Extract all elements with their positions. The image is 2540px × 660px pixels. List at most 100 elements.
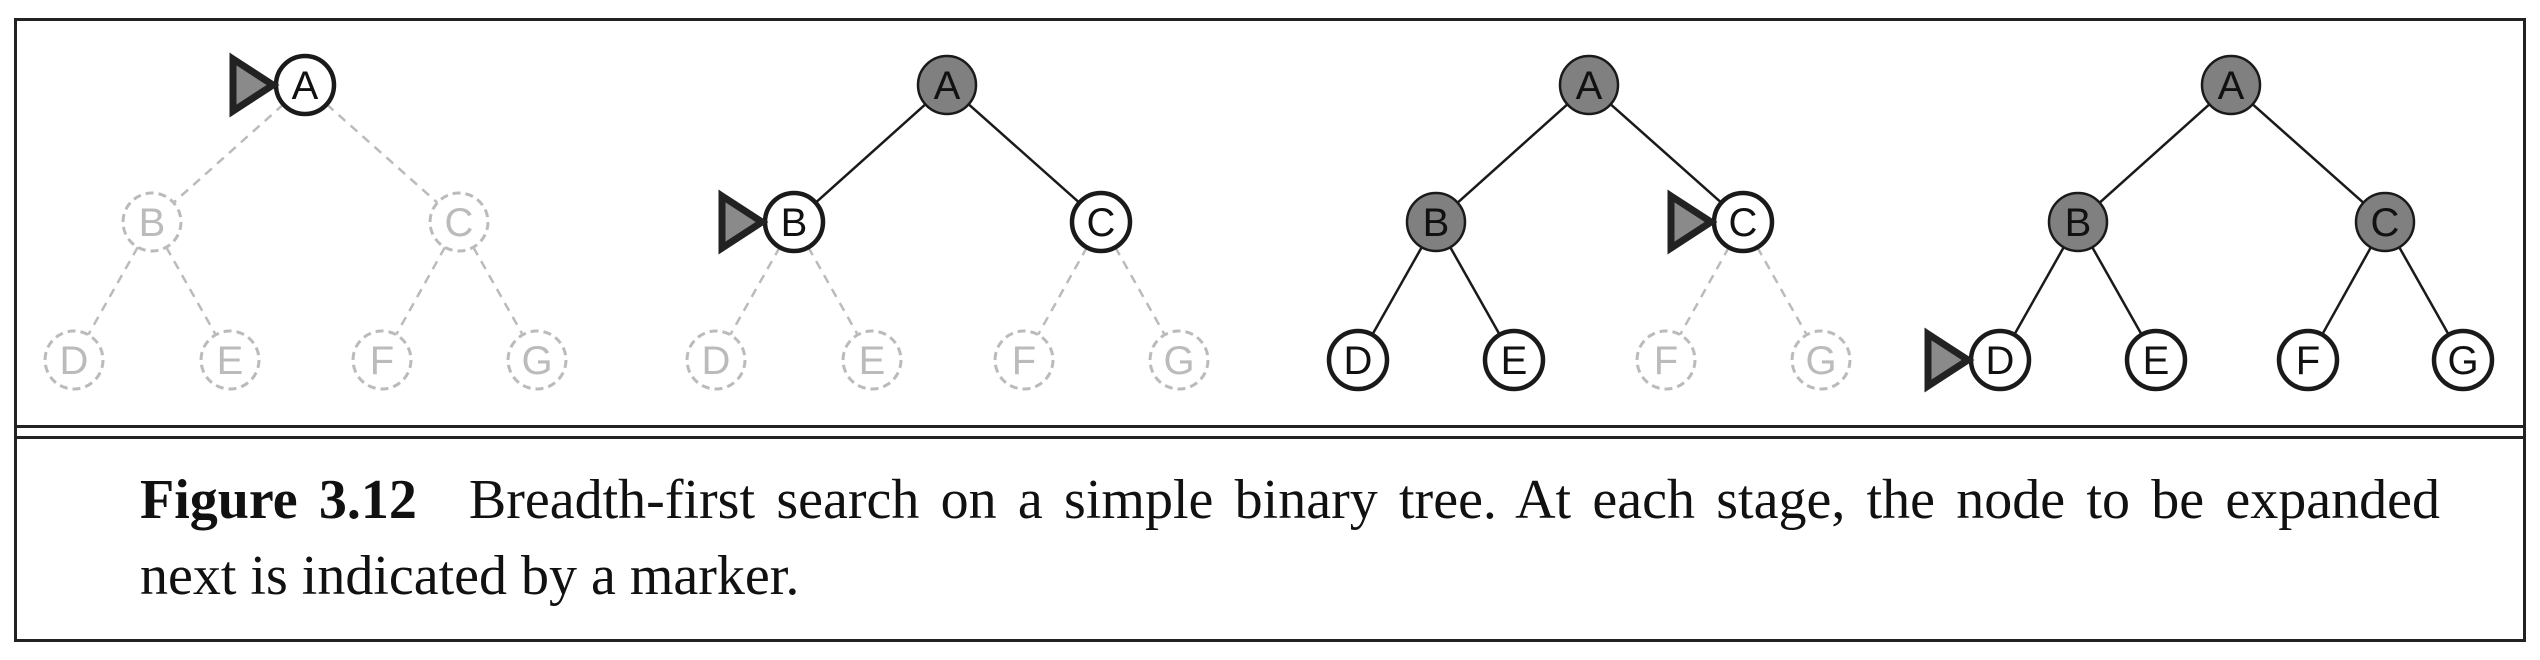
node-C: C <box>428 191 490 253</box>
node-label-B: B <box>2065 201 2092 245</box>
node-circle-B <box>1405 191 1467 253</box>
edge-A-B <box>172 103 285 204</box>
node-C: C <box>1711 190 1775 254</box>
node-A: A <box>916 54 978 116</box>
node-label-A: A <box>1576 64 1603 108</box>
node-label-C: C <box>2371 201 2400 245</box>
node-circle-E <box>199 329 261 391</box>
edge-A-B <box>1456 103 1569 204</box>
figure-frame <box>14 18 2526 642</box>
next-node-marker-icon <box>1667 189 1718 255</box>
node-label-G: G <box>1805 339 1836 383</box>
edge-C-G <box>472 246 524 336</box>
node-circle-F <box>1635 329 1697 391</box>
next-node-marker-icon <box>718 189 769 255</box>
node-label-C: C <box>445 201 474 245</box>
node-circle-F <box>2276 328 2340 392</box>
edge-C-F <box>395 246 446 336</box>
edge-A-B <box>2098 103 2211 204</box>
node-label-E: E <box>1501 339 1528 383</box>
edge-B-D <box>2013 246 2065 336</box>
caption-divider-bottom <box>14 436 2526 439</box>
caption-text: Breadth-first search on a simple binary … <box>140 469 2440 607</box>
edge-B-E <box>807 246 859 336</box>
node-D: D <box>1326 328 1390 392</box>
node-D: D <box>1968 328 2032 392</box>
edge-A-C <box>967 103 1081 204</box>
node-label-E: E <box>859 339 886 383</box>
node-circle-A <box>916 54 978 116</box>
edge-B-D <box>729 246 781 336</box>
node-D: D <box>43 329 105 391</box>
node-B: B <box>2047 191 2109 253</box>
node-label-C: C <box>1729 201 1758 245</box>
edge-B-E <box>165 246 217 336</box>
node-label-A: A <box>2218 64 2245 108</box>
figure-label: Figure 3.12 <box>140 469 417 531</box>
node-circle-G <box>1790 329 1852 391</box>
node-circle-B <box>121 191 183 253</box>
node-label-E: E <box>217 339 244 383</box>
node-F: F <box>1635 329 1697 391</box>
edge-C-F <box>1679 246 1730 336</box>
edge-A-C <box>2251 103 2365 204</box>
node-G: G <box>1790 329 1852 391</box>
node-G: G <box>1148 329 1210 391</box>
node-label-F: F <box>1012 339 1036 383</box>
node-label-F: F <box>2296 339 2320 383</box>
node-label-D: D <box>1986 339 2015 383</box>
edge-A-B <box>814 103 927 204</box>
edge-A-C <box>1609 103 1723 204</box>
edge-C-G <box>2398 246 2450 336</box>
node-circle-E <box>1482 328 1546 392</box>
node-circle-F <box>351 329 413 391</box>
edge-A-C <box>325 103 439 204</box>
node-circle-D <box>43 329 105 391</box>
node-label-C: C <box>1087 201 1116 245</box>
edge-C-G <box>1114 246 1166 336</box>
node-circle-G <box>2431 328 2495 392</box>
node-G: G <box>506 329 568 391</box>
bfs-stage-3: A B C D E F G <box>1326 54 1852 392</box>
node-label-G: G <box>2447 339 2478 383</box>
node-F: F <box>993 329 1055 391</box>
node-label-B: B <box>781 201 808 245</box>
next-node-marker-icon <box>1924 327 1975 393</box>
next-node-marker-icon <box>229 52 280 118</box>
node-label-D: D <box>1344 339 1373 383</box>
node-C: C <box>2354 191 2416 253</box>
edge-C-F <box>2321 246 2372 336</box>
node-circle-G <box>506 329 568 391</box>
bfs-stage-4: A B C D E F G <box>1924 54 2495 393</box>
node-D: D <box>685 329 747 391</box>
edge-C-F <box>1037 246 1088 336</box>
node-label-G: G <box>521 339 552 383</box>
node-circle-D <box>1326 328 1390 392</box>
node-label-A: A <box>934 64 961 108</box>
node-label-A: A <box>292 64 319 108</box>
node-circle-C <box>2354 191 2416 253</box>
node-C: C <box>1069 190 1133 254</box>
node-B: B <box>762 190 826 254</box>
node-circle-C <box>1069 190 1133 254</box>
bfs-stage-1: A B C D E F G <box>43 52 568 391</box>
bfs-stage-2: A B C D E F G <box>685 54 1210 391</box>
node-A: A <box>1558 54 1620 116</box>
node-E: E <box>199 329 261 391</box>
node-A: A <box>2200 54 2262 116</box>
node-label-G: G <box>1163 339 1194 383</box>
node-B: B <box>1405 191 1467 253</box>
node-E: E <box>2124 328 2188 392</box>
node-circle-E <box>841 329 903 391</box>
node-label-B: B <box>139 201 166 245</box>
node-circle-B <box>2047 191 2109 253</box>
edge-B-E <box>2091 246 2143 336</box>
edge-B-D <box>1371 246 1423 336</box>
node-F: F <box>351 329 413 391</box>
node-label-E: E <box>2143 339 2170 383</box>
node-E: E <box>1482 328 1546 392</box>
node-circle-C <box>428 191 490 253</box>
node-label-B: B <box>1423 201 1450 245</box>
caption-divider-top <box>14 425 2526 428</box>
